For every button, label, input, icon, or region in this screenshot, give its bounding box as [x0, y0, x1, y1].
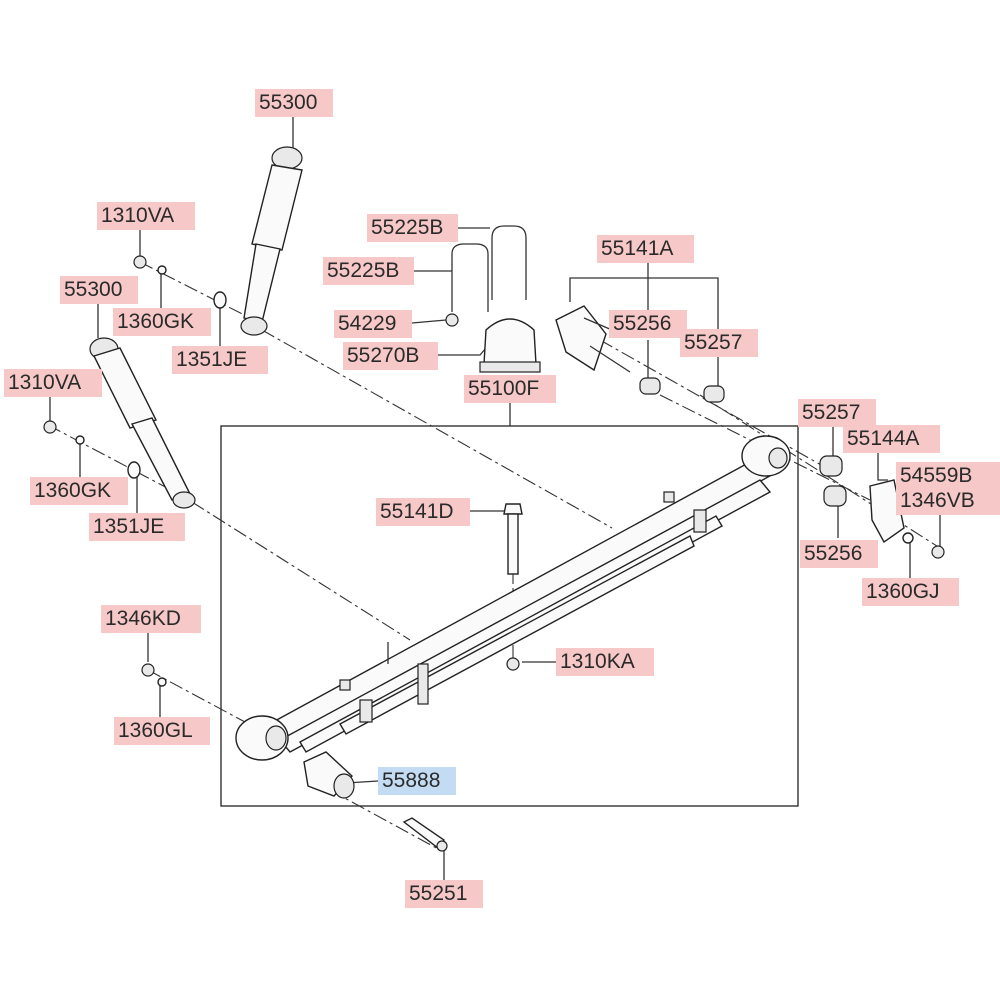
label-u-bolt-rear: 55225B	[367, 214, 458, 242]
label-shackle-assy: 55141A	[597, 235, 694, 263]
front-eye-bushing	[303, 751, 448, 852]
leaf-spring	[235, 435, 791, 761]
label-bushing-right-lower: 55256	[800, 540, 878, 568]
shock-absorber-left	[89, 337, 196, 509]
shackle-assembly	[555, 305, 725, 403]
label-nut-u-bolt: 54229	[334, 310, 412, 338]
label-washer-flat-left: 1351JE	[89, 513, 185, 541]
right-bracket-group	[819, 455, 945, 559]
center-bolt	[503, 503, 523, 671]
leader-lines	[49, 116, 941, 880]
u-bolts	[445, 225, 527, 327]
label-front-pin: 55251	[405, 880, 483, 908]
label-front-eye-bushing: 55888	[378, 767, 456, 795]
label-washer-left: 1360GK	[30, 477, 128, 505]
label-bolt-right-a: 54559B	[896, 462, 1000, 490]
label-washer-right: 1360GJ	[862, 578, 959, 606]
bump-stopper	[479, 318, 541, 373]
label-washer-flat-upper: 1351JE	[172, 346, 268, 374]
label-nut-left: 1310VA	[4, 369, 102, 397]
label-bushing-shackle-a: 55256	[609, 310, 687, 338]
label-bumper-stopper: 55270B	[343, 342, 438, 370]
label-nut-right: 1346VB	[896, 487, 1000, 515]
label-washer-upper-left: 1360GK	[113, 308, 211, 336]
label-washer-front: 1360GL	[114, 717, 210, 745]
label-u-bolt-front: 55225B	[323, 257, 414, 285]
label-center-bolt: 55141D	[376, 498, 470, 526]
label-center-nut: 1310KA	[556, 648, 654, 676]
label-leaf-spring-assy: 55100F	[464, 375, 556, 403]
label-shock-absorber-upper: 55300	[255, 89, 333, 117]
shock-absorber-upper	[240, 146, 303, 336]
label-bushing-right-upper: 55257	[798, 399, 876, 427]
label-bracket-right: 55144A	[843, 425, 940, 453]
label-shock-absorber-left: 55300	[60, 276, 138, 304]
label-bushing-shackle-b: 55257	[680, 329, 758, 357]
label-nut-upper-left: 1310VA	[97, 202, 195, 230]
label-nut-front: 1346KD	[101, 605, 201, 633]
fasteners-left	[43, 255, 227, 687]
